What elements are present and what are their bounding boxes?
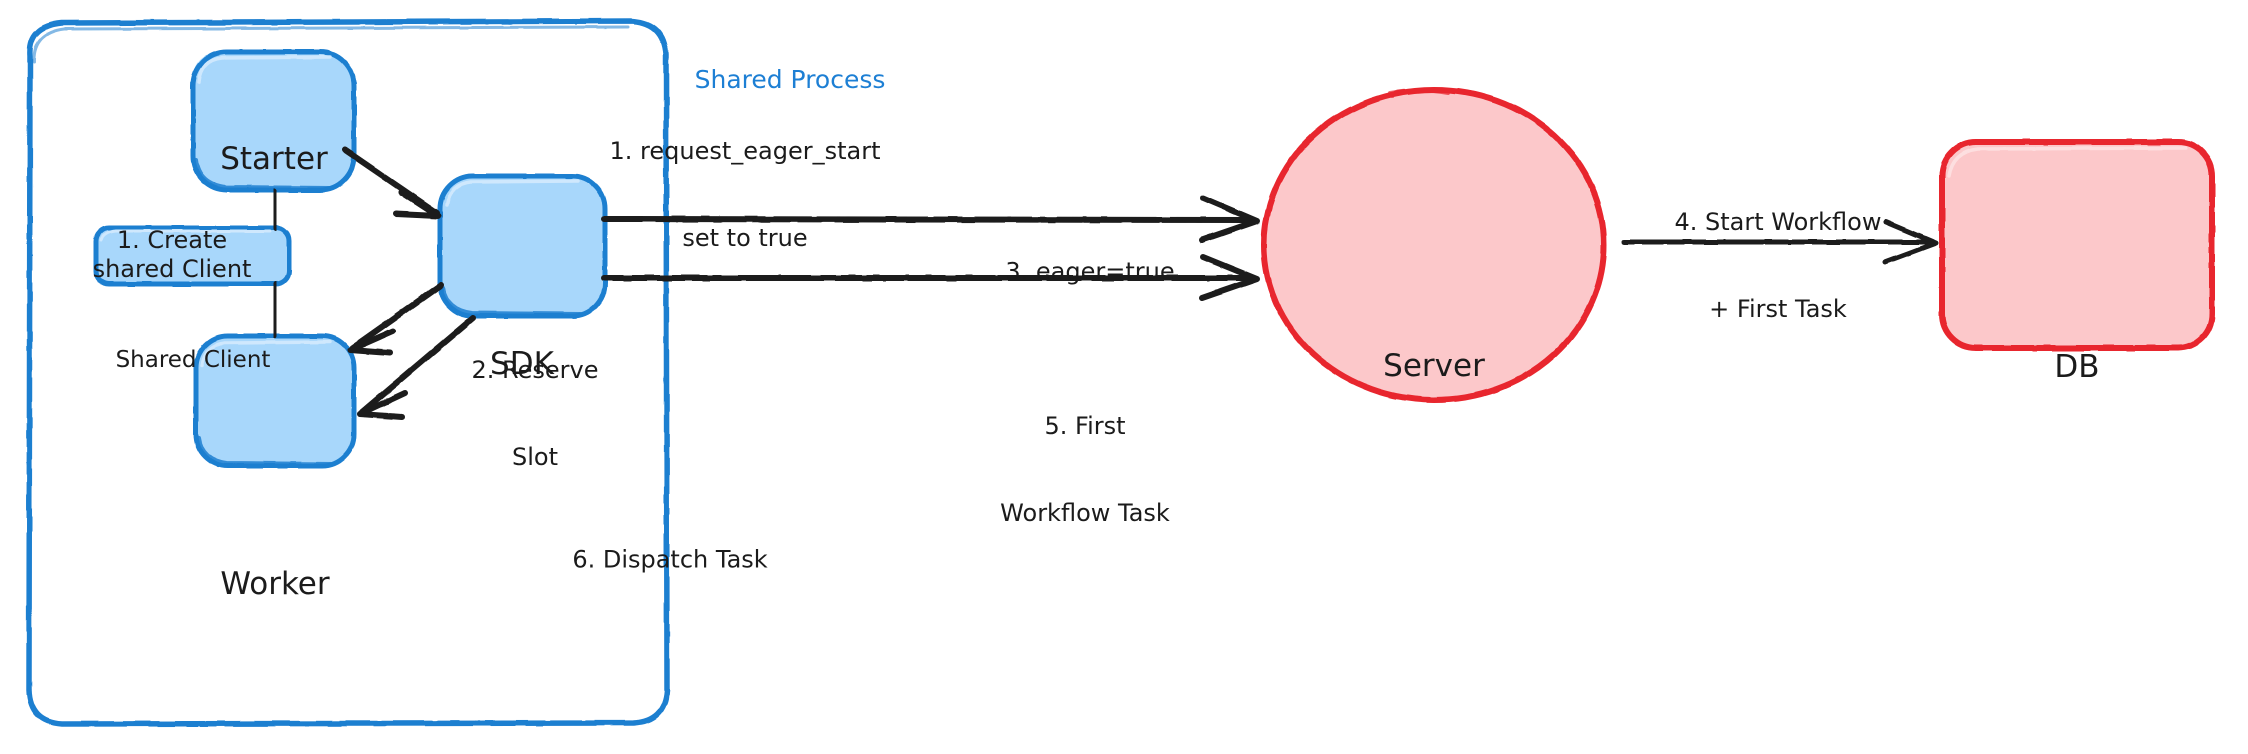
edge-starter-sharedclient-worker (271, 188, 279, 339)
edge-3-eager-true (601, 195, 1260, 243)
sdk-node-shape[interactable] (437, 173, 608, 319)
worker-node-shape[interactable] (193, 333, 357, 469)
shared-client-node-shape[interactable] (93, 225, 292, 287)
db-node-shape[interactable] (1939, 139, 2215, 351)
edge-2-reserve-slot (347, 282, 444, 356)
edge-1-request-eager-start (342, 147, 441, 219)
server-node-shape[interactable] (1261, 87, 1607, 403)
edge-4-start-workflow (1621, 219, 1939, 265)
starter-node-shape[interactable] (190, 49, 357, 193)
edge-5-first-workflow-task (601, 254, 1260, 301)
edge-6-dispatch-task (357, 315, 476, 420)
shared-process-container (26, 18, 670, 727)
